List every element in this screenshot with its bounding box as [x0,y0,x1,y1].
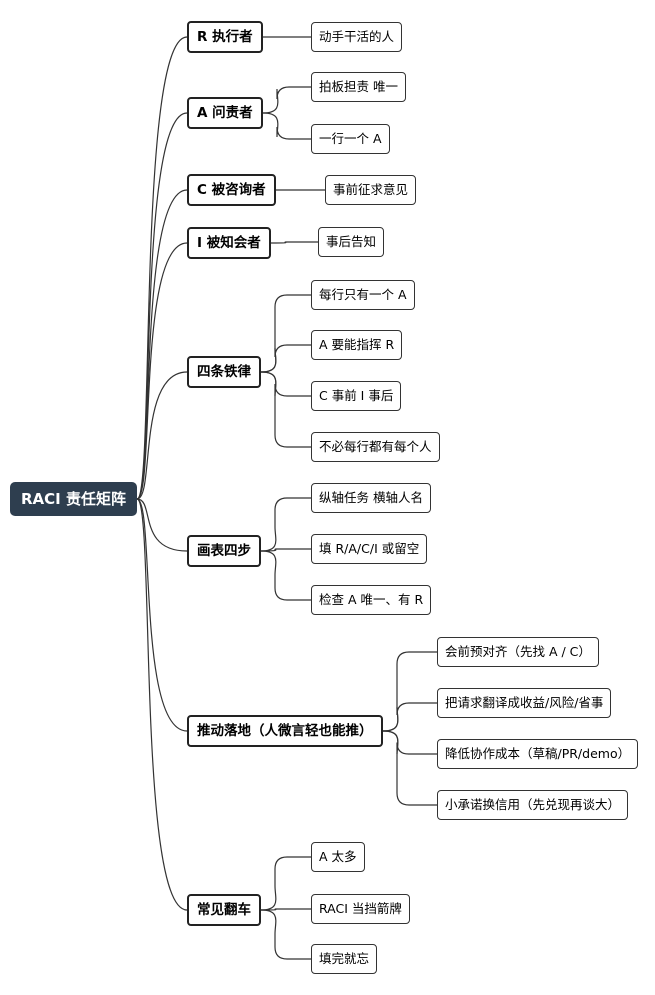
leaf-push-landing-1[interactable]: 会前预对齐（先找 A / C） [437,637,599,667]
leaf-common-failures-2[interactable]: RACI 当挡箭牌 [311,894,410,924]
leaf-push-landing-3[interactable]: 降低协作成本（草稿/PR/demo） [437,739,639,769]
branch-leaf-link [260,371,311,397]
branch-leaf-link [262,86,311,114]
leaf-four-rules-2[interactable]: A 要能指挥 R [311,330,403,360]
branch-leaf-link [260,548,311,552]
branch-leaf-link [260,856,311,911]
branch-leaf-link [382,730,437,806]
leaf-i-informed-1[interactable]: 事后告知 [318,227,385,257]
branch-leaf-link [260,294,311,373]
branch-four-steps[interactable]: 画表四步 [187,535,261,567]
leaf-a-accountable-1[interactable]: 拍板担责 唯一 [311,72,406,102]
root-branch-link [136,242,188,500]
leaf-four-steps-3[interactable]: 检查 A 唯一、有 R [311,585,432,615]
branch-leaf-link [260,371,311,448]
leaf-four-rules-4[interactable]: 不必每行都有每个人 [311,432,440,462]
branch-common-failures[interactable]: 常见翻车 [187,894,261,926]
branch-leaf-link [260,550,311,601]
branch-leaf-link [260,909,311,960]
leaf-common-failures-1[interactable]: A 太多 [311,842,365,872]
root-branch-link [136,371,188,500]
branch-four-rules[interactable]: 四条铁律 [187,356,261,388]
leaf-r-executor-1[interactable]: 动手干活的人 [311,22,403,52]
leaf-c-consulted-1[interactable]: 事前征求意见 [325,175,417,205]
leaf-push-landing-4[interactable]: 小承诺换信用（先兑现再谈大） [437,790,629,820]
branch-leaf-link [260,344,311,373]
root-branch-link [136,498,188,911]
leaf-four-steps-2[interactable]: 填 R/A/C/I 或留空 [311,534,428,564]
root-branch-link [136,498,188,732]
branch-c-consulted[interactable]: C 被咨询者 [187,174,276,206]
branch-a-accountable[interactable]: A 问责者 [187,97,263,129]
branch-leaf-link [270,241,318,244]
branch-leaf-link [260,908,311,911]
branch-i-informed[interactable]: I 被知会者 [187,227,271,259]
branch-push-landing[interactable]: 推动落地（人微言轻也能推） [187,715,383,747]
leaf-common-failures-3[interactable]: 填完就忘 [311,944,378,974]
branch-r-executor[interactable]: R 执行者 [187,21,263,53]
root-branch-link [136,498,188,552]
branch-leaf-link [382,702,437,732]
branch-leaf-link [382,651,437,732]
leaf-four-rules-3[interactable]: C 事前 I 事后 [311,381,402,411]
leaf-four-steps-1[interactable]: 纵轴任务 横轴人名 [311,483,431,513]
root-node[interactable]: RACI 责任矩阵 [10,482,137,516]
leaf-push-landing-2[interactable]: 把请求翻译成收益/风险/省事 [437,688,612,718]
branch-leaf-link [262,112,311,140]
root-branch-link [136,36,188,500]
leaf-a-accountable-2[interactable]: 一行一个 A [311,124,390,154]
branch-leaf-link [260,497,311,552]
leaf-four-rules-1[interactable]: 每行只有一个 A [311,280,415,310]
branch-leaf-link [382,730,437,755]
